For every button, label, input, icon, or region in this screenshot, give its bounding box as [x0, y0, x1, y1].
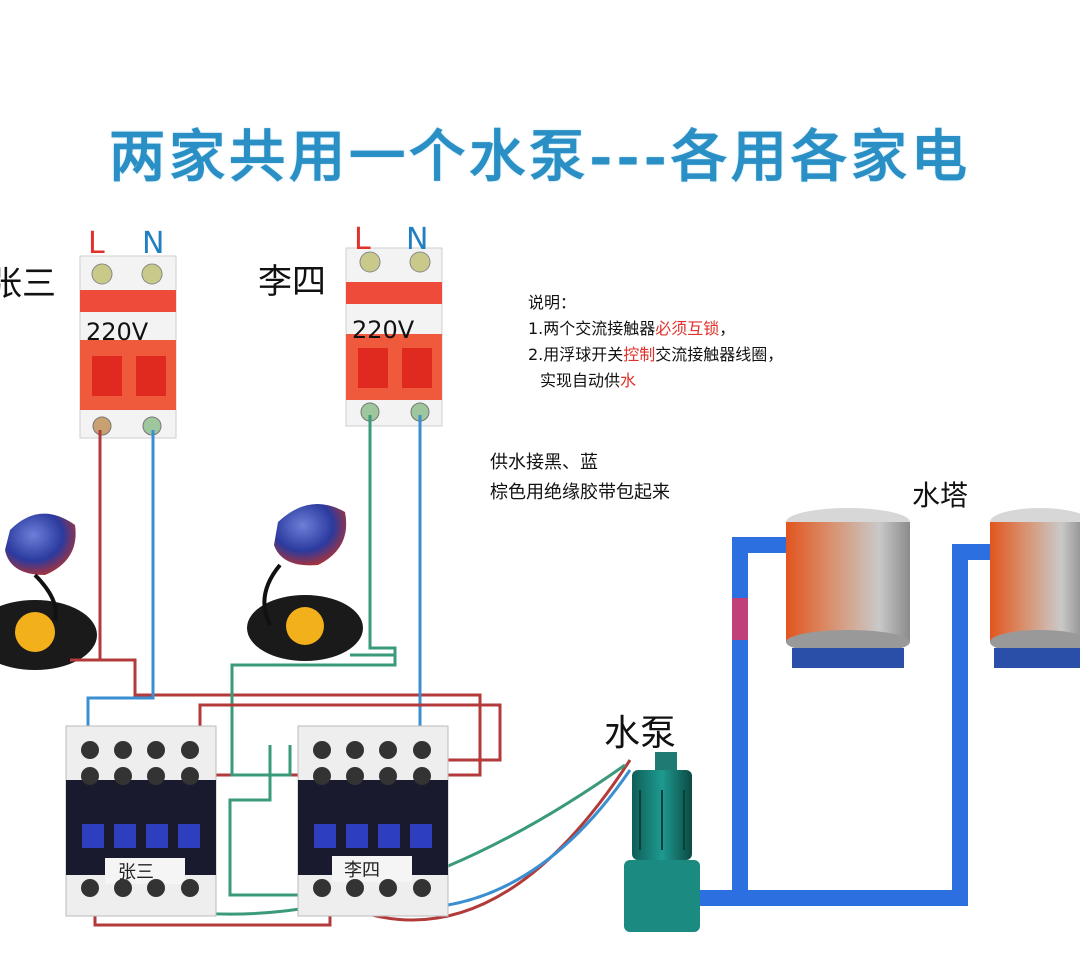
breaker-right-l-label: L [354, 222, 371, 257]
breaker-left-voltage: 220V [86, 318, 149, 346]
float-switch-right [247, 504, 363, 661]
note-heading: 说明： [528, 293, 577, 312]
contactor-left-name: 张三 [118, 862, 154, 883]
wiring-note-line-1: 供水接黑、蓝 [490, 452, 598, 473]
note-line-3: 实现自动供水 [540, 371, 637, 390]
contactor-left [65, 725, 217, 917]
water-tower-left [786, 508, 910, 668]
owner-left-label: 张三 [0, 264, 56, 304]
float-switch-left [0, 513, 97, 670]
breaker-left-n-label: N [142, 226, 165, 261]
note-line-1: 1.两个交流接触器必须互锁， [528, 319, 736, 338]
instructions-note: 说明： 1.两个交流接触器必须互锁， 2.用浮球开关控制交流接触器线圈， 实现自… [528, 290, 783, 394]
contactor-right [297, 725, 449, 917]
water-pump [624, 752, 700, 932]
wiring-note: 供水接黑、蓝 棕色用绝缘胶带包起来 [490, 448, 670, 508]
pump-label: 水泵 [604, 713, 677, 754]
breaker-right-n-label: N [406, 222, 429, 257]
wiring-note-line-2: 棕色用绝缘胶带包起来 [490, 482, 670, 503]
water-tower-right [990, 508, 1080, 668]
breaker-right-voltage: 220V [352, 316, 415, 344]
note-line-2: 2.用浮球开关控制交流接触器线圈， [528, 345, 784, 364]
breaker-left-l-label: L [88, 226, 105, 261]
contactor-right-name: 李四 [344, 860, 380, 881]
diagram-title: 两家共用一个水泵---各用各家电 [109, 124, 971, 190]
water-tower-label: 水塔 [912, 479, 969, 512]
owner-right-label: 李四 [258, 262, 326, 302]
breaker-left [79, 255, 177, 439]
breaker-right [345, 247, 443, 427]
